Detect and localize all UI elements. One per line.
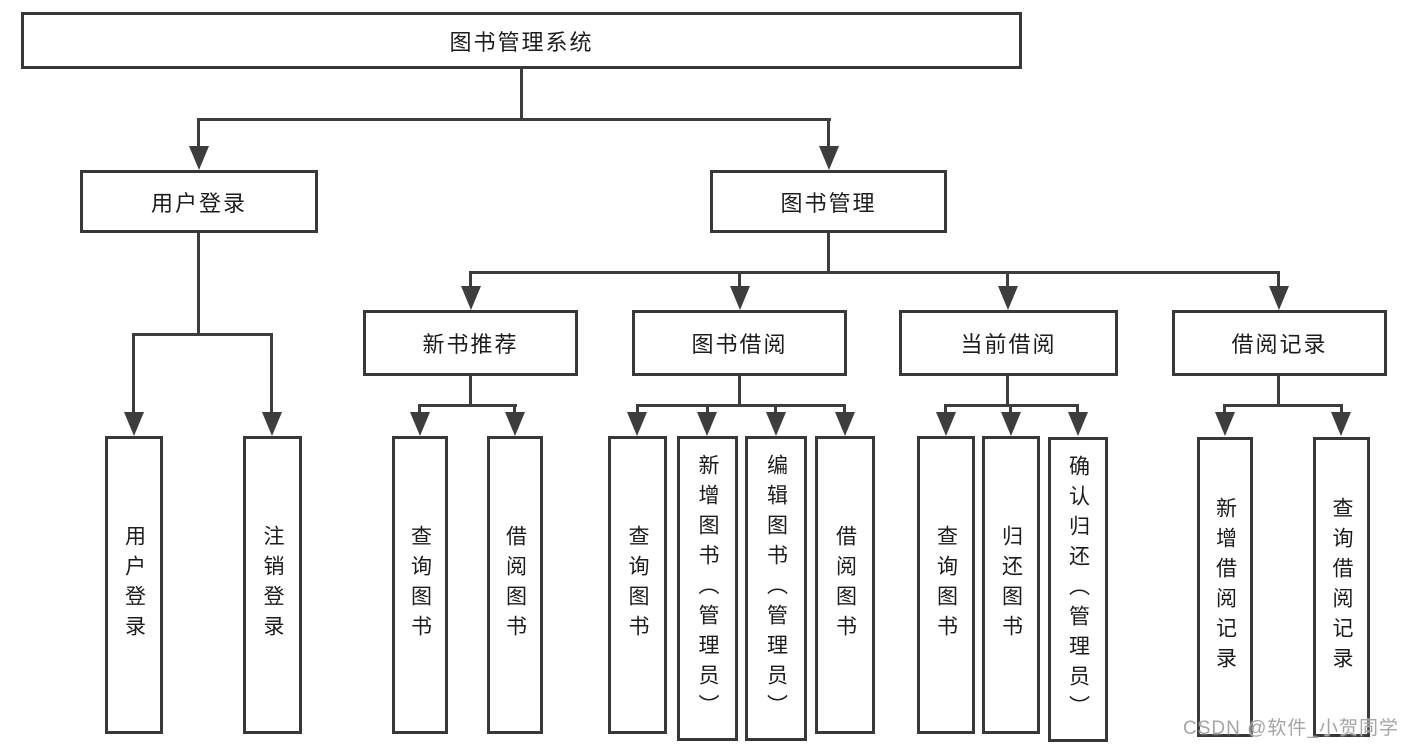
leaf-borrow-books-borrowing: 借阅图书	[815, 436, 875, 734]
arrowhead-down-icon	[1331, 412, 1351, 436]
leaf-confirm-return-admin: 确认归还（管理员）	[1048, 437, 1108, 742]
connector-root-stub	[520, 69, 523, 120]
leaf-query-books-recommend: 查询图书	[392, 436, 448, 734]
node-library-management-system: 图书管理系统	[21, 12, 1022, 69]
connector-drop	[843, 404, 846, 416]
connector-drop	[1223, 404, 1226, 416]
connector-drop	[944, 404, 947, 416]
connector-drop	[706, 404, 709, 416]
connector-drop	[469, 271, 472, 290]
connector-newbook-branch	[418, 404, 517, 407]
connector-drop	[774, 404, 777, 416]
csdn-watermark: CSDN @软件_小贺同学	[1183, 718, 1399, 739]
connector-borrowing-branch	[636, 404, 846, 407]
connector-drop	[1009, 404, 1012, 416]
connector-bookmgmt-branch	[469, 271, 1280, 274]
arrowhead-down-icon	[1215, 412, 1235, 436]
arrowhead-down-icon	[697, 412, 717, 436]
arrowhead-down-icon	[730, 286, 750, 310]
node-book-management: 图书管理	[710, 170, 947, 233]
leaf-edit-book-admin: 编辑图书（管理员）	[745, 436, 807, 741]
arrowhead-down-icon	[262, 412, 282, 436]
leaf-query-borrow-record: 查询借阅记录	[1313, 437, 1370, 737]
leaf-user-login: 用户登录	[105, 436, 163, 734]
leaf-query-books-current: 查询图书	[917, 436, 975, 734]
node-current-borrowing: 当前借阅	[899, 310, 1118, 376]
leaf-return-book: 归还图书	[982, 436, 1040, 734]
connector-records-stub	[1277, 376, 1280, 406]
arrowhead-down-icon	[1068, 412, 1088, 436]
arrowhead-down-icon	[505, 412, 525, 436]
connector-drop	[418, 404, 421, 416]
arrowhead-down-icon	[627, 412, 647, 436]
connector-records-branch	[1223, 404, 1343, 407]
connector-drop	[270, 333, 273, 416]
arrowhead-down-icon	[189, 146, 209, 170]
connector-drop	[132, 333, 135, 416]
arrowhead-down-icon	[835, 412, 855, 436]
connector-root-branch	[197, 118, 831, 121]
arrowhead-down-icon	[998, 286, 1018, 310]
connector-drop	[636, 404, 639, 416]
connector-userlogin-branch	[132, 333, 273, 336]
arrowhead-down-icon	[1001, 412, 1021, 436]
connector-drop	[1277, 271, 1280, 290]
connector-userlogin-stub	[197, 233, 200, 335]
leaf-add-book-admin: 新增图书（管理员）	[677, 436, 738, 741]
connector-drop	[1006, 271, 1009, 290]
node-book-borrowing: 图书借阅	[632, 310, 847, 376]
leaf-add-borrow-record: 新增借阅记录	[1197, 437, 1253, 737]
arrowhead-down-icon	[461, 286, 481, 310]
connector-drop	[513, 404, 516, 416]
connector-current-stub	[1006, 376, 1009, 406]
arrowhead-down-icon	[936, 412, 956, 436]
node-user-login: 用户登录	[80, 170, 318, 233]
arrowhead-down-icon	[410, 412, 430, 436]
connector-drop	[827, 118, 830, 150]
arrowhead-down-icon	[124, 412, 144, 436]
node-new-book-recommendation: 新书推荐	[363, 310, 578, 376]
connector-borrowing-stub	[738, 376, 741, 406]
node-borrowing-records: 借阅记录	[1172, 310, 1387, 376]
leaf-logout: 注销登录	[243, 436, 302, 734]
arrowhead-down-icon	[1269, 286, 1289, 310]
leaf-borrow-books-recommend: 借阅图书	[487, 436, 543, 734]
connector-drop	[1340, 404, 1343, 416]
connector-bookmgmt-stub	[827, 233, 830, 273]
connector-newbook-stub	[469, 376, 472, 406]
arrowhead-down-icon	[819, 146, 839, 170]
leaf-query-books-borrowing: 查询图书	[608, 436, 667, 734]
connector-drop	[197, 118, 200, 150]
connector-drop	[1076, 404, 1079, 416]
connector-drop	[738, 271, 741, 290]
arrowhead-down-icon	[766, 412, 786, 436]
